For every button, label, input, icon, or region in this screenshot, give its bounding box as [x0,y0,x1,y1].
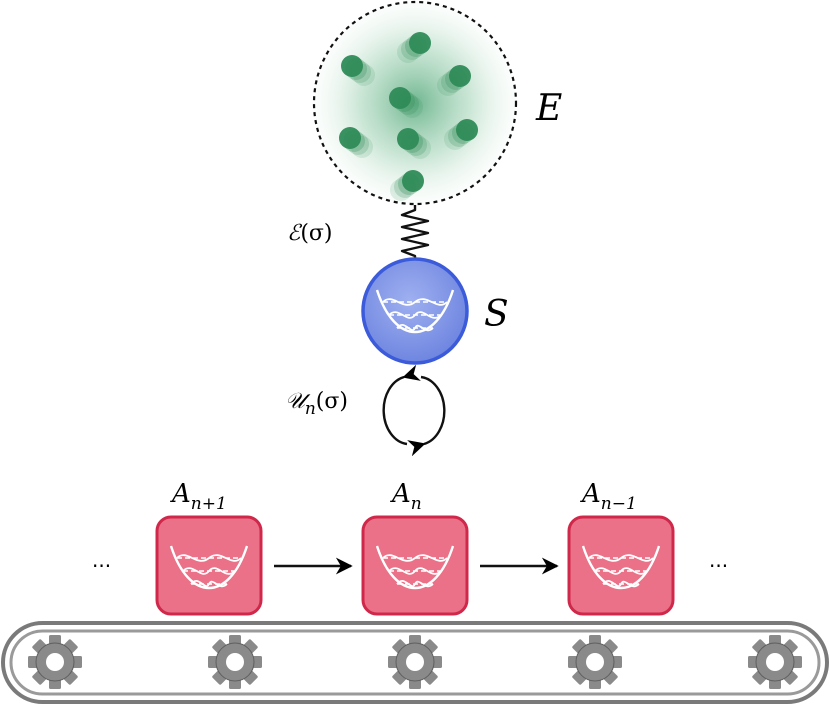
gear-icon [207,634,263,690]
ancilla-label: An+1 [170,479,227,514]
coupling-label: ℰ(σ) [287,221,333,246]
system [361,257,469,365]
ancilla-row: An+1 An An−1 [155,479,675,616]
environment-particle [339,127,361,149]
environment-particles [339,32,478,201]
system-label: S [484,294,509,335]
ellipsis-left: ··· [92,554,111,578]
gear-icon [747,634,803,690]
environment-particle [341,55,363,77]
environment-particle [389,87,411,109]
ancilla-box [567,515,675,616]
system-circle [361,257,469,365]
ancilla-n-minus-1: An−1 [567,479,675,616]
environment-particle [402,170,424,192]
ancilla-n: An [361,479,469,616]
environment-bath [314,2,516,204]
conveyor-belt [1,621,829,704]
cycle-arrows-icon [382,364,446,457]
ancilla-box [155,515,263,616]
ancilla-n-plus-1: An+1 [155,479,263,616]
ancilla-box [361,515,469,616]
unitary-label: 𝒰n(σ) [285,389,348,419]
ancilla-label: An−1 [580,479,637,514]
ancilla-label: An [390,479,422,514]
environment-boundary [312,0,518,206]
environment [312,0,518,206]
ellipsis-right: ··· [709,554,728,578]
environment-particle [456,119,478,141]
environment-particle [397,128,419,150]
environment-particle [409,32,431,54]
environment-label: E [535,88,562,129]
gear-icon [387,634,443,690]
gear-icon [27,634,83,690]
belt-inner [9,629,821,696]
gear-icon [567,634,623,690]
spring-icon [400,205,430,264]
environment-particle [449,65,471,87]
